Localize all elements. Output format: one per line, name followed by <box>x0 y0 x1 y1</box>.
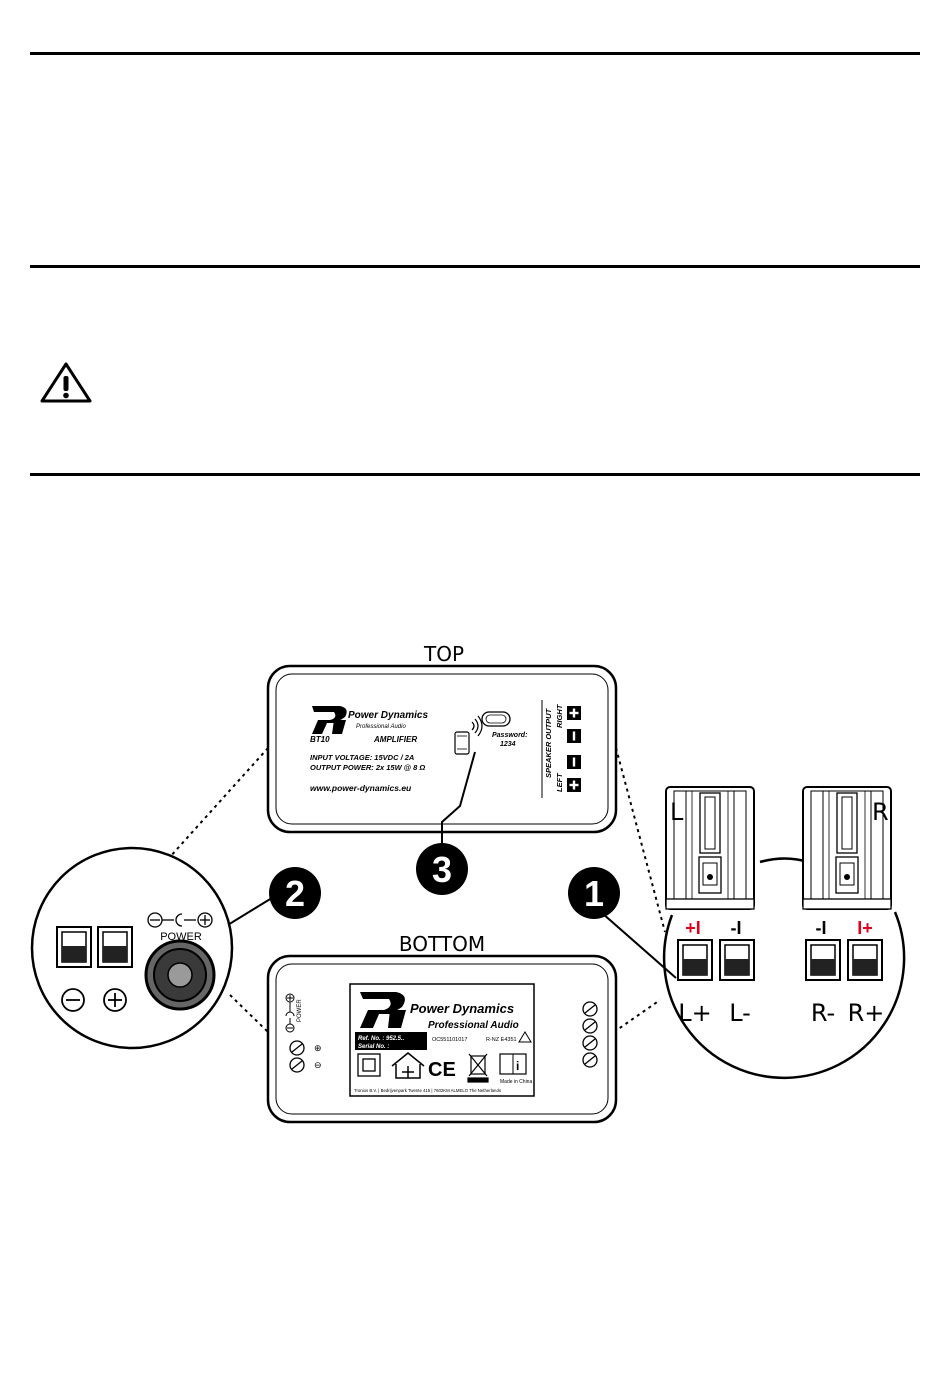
speaker-output-label: SPEAKER OUTPUT <box>544 707 553 778</box>
password-value: 1234 <box>500 741 516 748</box>
minus-terminal <box>56 926 92 968</box>
bottom-plus-mark: ⊕ <box>314 1043 322 1053</box>
warning-icon <box>40 362 92 403</box>
svg-text:3: 3 <box>432 849 452 890</box>
terminal-label-r-minus: R- <box>811 999 835 1027</box>
callout-1-badge: 1 <box>568 867 620 919</box>
phone-icon <box>454 731 470 755</box>
svg-text:i: i <box>516 1059 519 1073</box>
top-type: AMPLIFIER <box>373 735 417 744</box>
svg-text:2: 2 <box>285 873 305 914</box>
ref-no: Ref. No. : 952.5.. <box>358 1036 405 1042</box>
serial-no: Serial No. : <box>358 1044 389 1050</box>
cert-code: OC551101017 <box>432 1037 467 1043</box>
left-minus-icon <box>567 755 581 769</box>
bottom-power-polarity-icon <box>285 993 295 1033</box>
top-brand: Power Dynamics <box>348 710 428 721</box>
speaker-connection-detail: L R +I -I -I I+ L+ L- R- R+ <box>662 786 906 1080</box>
indoor-use-icon <box>391 1052 425 1079</box>
class-ii-icon <box>357 1053 381 1077</box>
callout-3-leader <box>441 751 476 846</box>
left-plus-icon <box>567 778 581 792</box>
top-tagline: Professional Audio <box>356 724 406 730</box>
terminal-r-plus <box>847 939 883 981</box>
right-speaker-letter: R <box>872 798 889 826</box>
bottom-label: BOTTOM <box>399 932 485 956</box>
minus-symbol-icon <box>61 988 85 1012</box>
rcm-icon <box>518 1031 532 1043</box>
bottom-pd-logo-icon <box>360 992 406 1028</box>
section-divider-3 <box>30 473 920 476</box>
bluetooth-signal-icon <box>471 715 483 737</box>
made-in: Made in China <box>500 1079 532 1085</box>
pd-logo-icon <box>312 706 347 734</box>
dc-polarity-icon <box>147 912 213 928</box>
svg-text:CE: CE <box>428 1059 456 1081</box>
power-detail-circle: POWER <box>30 846 234 1050</box>
terminal-l-minus <box>719 939 755 981</box>
mark-left-minus: -I <box>731 918 742 938</box>
rnz-code: R-NZ E4351 <box>486 1037 517 1043</box>
bottom-footer: Tronios B.V. | Bedrijvenpark Twente 415 … <box>354 1088 501 1093</box>
bottom-tagline: Professional Audio <box>428 1020 519 1031</box>
terminal-label-l-plus: L+ <box>678 999 711 1027</box>
terminal-label-l-minus: L- <box>729 999 751 1027</box>
bottom-brand: Power Dynamics <box>410 1001 514 1016</box>
password-label: Password: <box>492 732 527 739</box>
terminal-r-minus <box>805 939 841 981</box>
top-input-voltage: INPUT VOLTAGE: 15VDC / 2A <box>310 753 414 762</box>
top-label: TOP <box>423 642 464 666</box>
right-output-label: RIGHT <box>555 703 564 728</box>
right-plus-icon <box>567 706 581 720</box>
dc-power-jack <box>144 939 216 1011</box>
terminal-l-plus <box>677 939 713 981</box>
pairing-button-icon <box>481 711 511 727</box>
section-divider-1 <box>30 52 920 55</box>
top-website: www.power-dynamics.eu <box>310 783 412 793</box>
leader-lines <box>159 747 666 1035</box>
terminal-label-r-plus: R+ <box>848 999 885 1027</box>
mark-right-minus: -I <box>816 918 827 938</box>
rating-label: Power Dynamics Professional Audio Ref. N… <box>349 983 535 1097</box>
mark-right-plus: I+ <box>857 918 873 938</box>
section-divider-2 <box>30 265 920 268</box>
manual-icon: i <box>499 1053 527 1075</box>
plus-terminal <box>97 926 133 968</box>
top-output-power: OUTPUT POWER: 2x 15W @ 8 Ω <box>310 763 425 772</box>
mark-left-plus: +I <box>685 918 701 938</box>
power-detail-label: POWER <box>160 931 202 943</box>
left-output-label: LEFT <box>555 772 564 792</box>
svg-text:1: 1 <box>584 873 604 914</box>
plus-symbol-icon <box>103 988 127 1012</box>
callout-3-badge: 3 <box>416 843 468 895</box>
callout-2-badge: 2 <box>269 867 321 919</box>
ce-mark-icon: CE <box>428 1059 456 1081</box>
bottom-minus-mark: ⊖ <box>314 1060 322 1070</box>
bottom-power-label: POWER <box>297 999 303 1022</box>
weee-bin-icon <box>467 1053 489 1083</box>
left-speaker-letter: L <box>670 798 684 826</box>
top-model: BT10 <box>310 735 330 744</box>
amplifier-bottom-panel: POWER ⊕ ⊖ Power Dynamics Professional Au… <box>266 954 618 1124</box>
amplifier-top-panel: Power Dynamics Professional Audio BT10 A… <box>266 664 618 834</box>
right-minus-icon <box>567 729 581 743</box>
callout-1-leader <box>593 905 677 979</box>
